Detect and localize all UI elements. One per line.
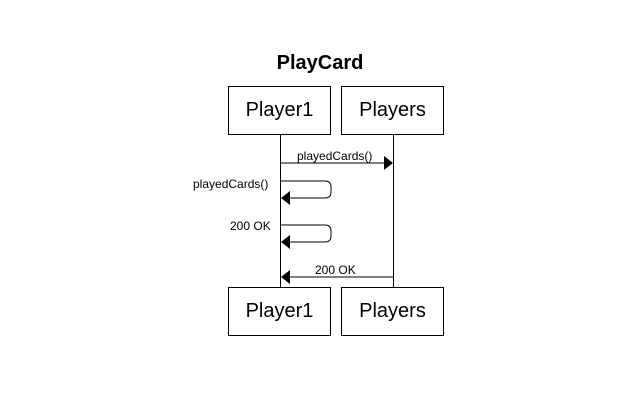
message-arrow-1	[281, 156, 393, 170]
participant-players-top: Players	[341, 86, 444, 135]
lifeline-player1	[280, 135, 281, 287]
diagram-title: PlayCard	[276, 52, 364, 74]
participant-players-bottom: Players	[341, 287, 444, 336]
participant-player1-bottom: Player1	[228, 287, 331, 336]
message-arrow-3	[281, 224, 332, 249]
message-label-2: playedCards()	[193, 177, 269, 191]
participant-player1-top: Player1	[228, 86, 331, 135]
lifeline-players	[393, 135, 394, 287]
message-arrow-4	[281, 270, 393, 284]
message-label-3: 200 OK	[230, 219, 271, 233]
message-label-4: 200 OK	[315, 263, 356, 277]
message-arrow-2	[281, 180, 332, 205]
message-label-1: playedCards()	[297, 149, 373, 163]
